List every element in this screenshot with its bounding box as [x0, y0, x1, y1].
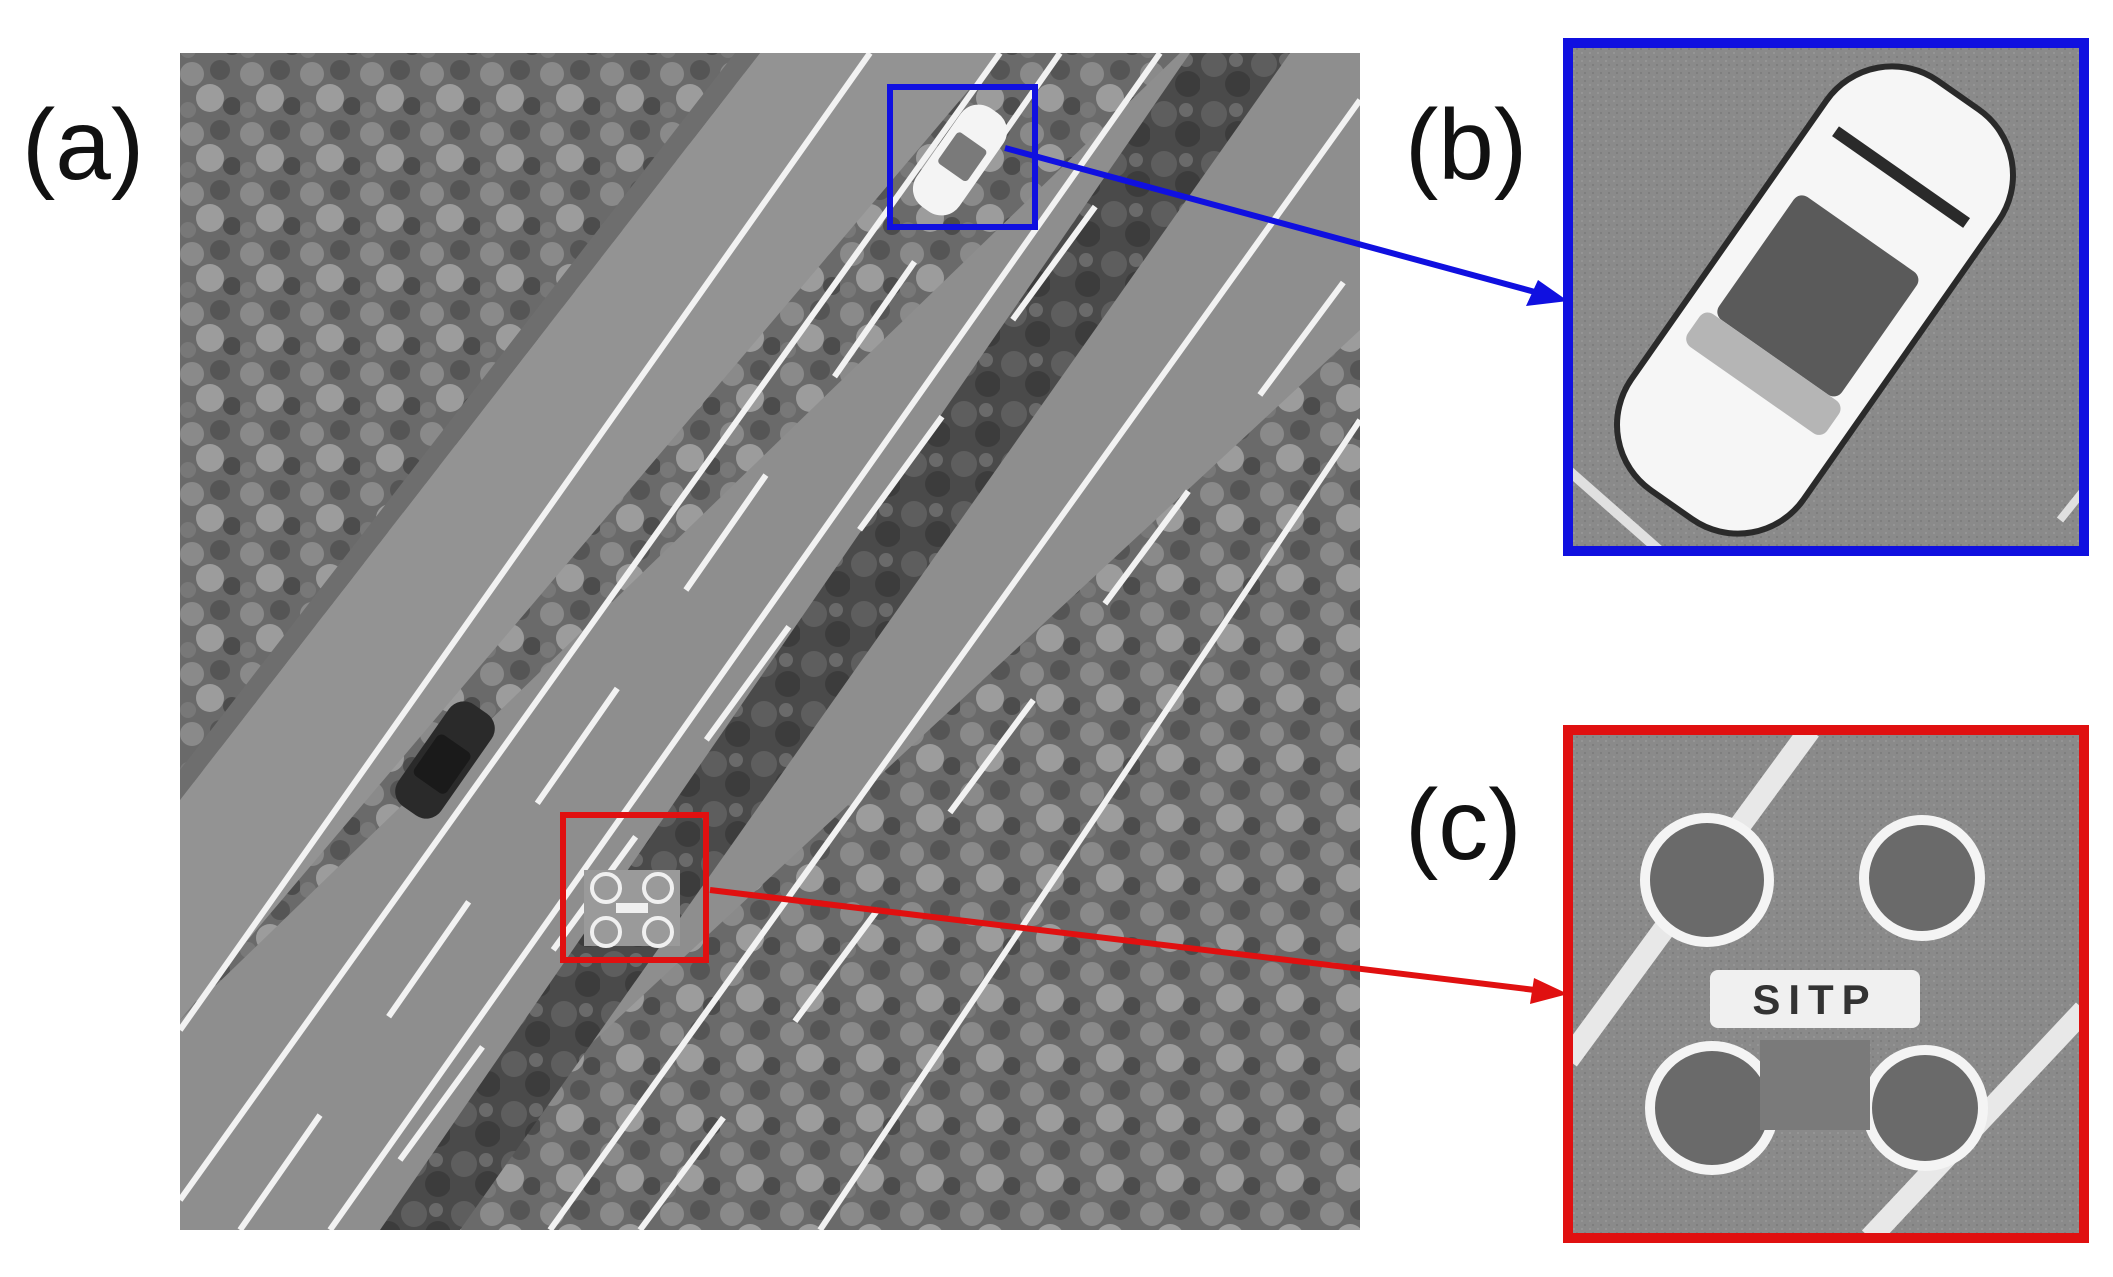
drone-marker [584, 870, 680, 948]
aerial-image [180, 53, 1360, 1230]
arrow-to-c [709, 887, 1568, 1004]
white-car [912, 104, 1008, 216]
panel-label-b: (b) [1405, 89, 1528, 201]
zoom-car-image [1568, 43, 2084, 551]
zoom-drone-frame [1563, 725, 2089, 1243]
panel-label-c: (c) [1405, 769, 1522, 881]
inset-marker-text: SITP [1752, 976, 1877, 1023]
arrow-to-b [1004, 145, 1568, 306]
panel-label-a: (a) [22, 89, 145, 201]
zoom-car-frame [1563, 38, 2089, 556]
drone-highlight-box [560, 812, 709, 963]
zoom-drone-image: SITP [1568, 730, 2084, 1238]
dark-car [395, 701, 495, 819]
